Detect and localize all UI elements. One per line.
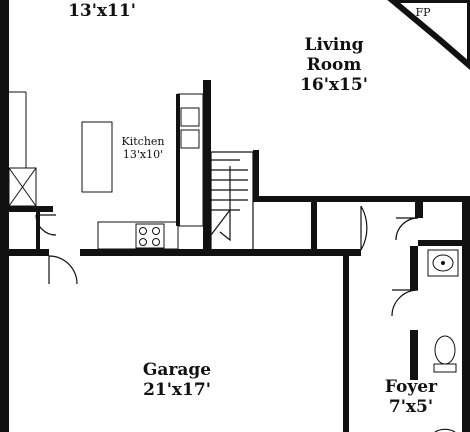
left-cabinet-x2: [8, 167, 37, 207]
wall-foyer-divider: [410, 246, 418, 290]
kitchen-counter-right: [177, 93, 204, 227]
sink-basin-1: [180, 107, 200, 127]
door-closet-right: [395, 217, 419, 241]
room-labels: 13'x11' Living Room 16'x15' Kitchen 13'x…: [68, 1, 438, 417]
garage-dims: 21'x17': [143, 380, 211, 400]
left-cabinet: [8, 167, 37, 207]
wall-stair-bottom: [253, 196, 415, 202]
garage-name: Garage: [143, 360, 211, 380]
fireplace-body: [387, 0, 470, 70]
stair-outline: [210, 151, 254, 251]
kitchen-dims: 13'x10': [123, 148, 163, 161]
wall-closet-right: [415, 196, 423, 218]
fireplace-label: FP: [415, 6, 431, 19]
staircase: [210, 151, 254, 251]
kitchen-name: Kitchen: [122, 135, 165, 148]
top-left-room-dims: 13'x11': [68, 1, 136, 21]
wall-left-outer: [0, 0, 9, 432]
wall-garage-top: [9, 249, 49, 256]
kitchen-counter-bottom: [97, 221, 179, 250]
bath-sink: [432, 254, 454, 272]
wall-stair-right: [253, 150, 259, 202]
living-room-name-line1: Living: [305, 35, 364, 55]
burner-1: [139, 227, 147, 235]
kitchen-fixtures: [8, 91, 204, 250]
sink-basin-2: [180, 129, 200, 149]
bath-vanity: [427, 249, 459, 277]
wall-left-closet-lower: [36, 212, 40, 252]
wall-hall-divider: [311, 196, 317, 254]
burner-3: [139, 238, 147, 246]
kitchen-island: [81, 121, 113, 193]
door-hall-closet: [360, 205, 368, 251]
door-garage-left: [48, 255, 78, 285]
door-bath: [391, 289, 419, 317]
wall-garage-top-main: [80, 249, 361, 256]
toilet-bowl: [434, 335, 456, 365]
foyer-dims: 7'x5': [389, 397, 433, 417]
foyer-name: Foyer: [385, 377, 438, 397]
wall-kitchen-right-upper: [203, 80, 211, 255]
door-left-closet: [35, 214, 57, 236]
fireplace: FP: [387, 0, 470, 70]
toilet-tank: [433, 363, 457, 373]
living-room-name-line2: Room: [307, 55, 362, 75]
burner-4: [152, 238, 160, 246]
wall-garage-right: [343, 256, 349, 432]
living-room-dims: 16'x15': [300, 75, 368, 95]
stair-arrow: [219, 166, 231, 242]
wall-bath-top: [418, 240, 470, 246]
stair-landing-diag: [210, 209, 231, 236]
wall-foyer-divider-lower: [410, 330, 418, 380]
wall-right-stub: [423, 196, 470, 202]
wall-left-closet: [9, 206, 53, 212]
stove: [135, 223, 165, 249]
wall-right-outer: [462, 196, 470, 432]
bath-sink-drain: [441, 261, 445, 265]
bath-fixtures: [427, 249, 459, 373]
burner-2: [152, 227, 160, 235]
